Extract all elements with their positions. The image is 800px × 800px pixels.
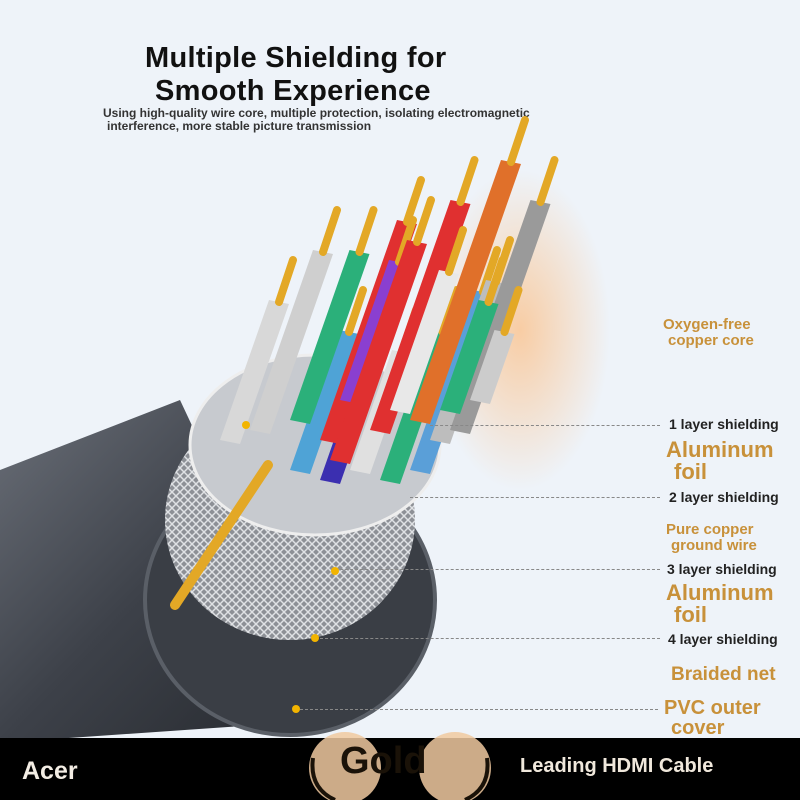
title-line-1: Multiple Shielding for	[145, 42, 447, 74]
label-layer-4: 4 layer shielding	[668, 631, 778, 647]
wire-insulation	[470, 330, 515, 404]
title-line-2: Smooth Experience	[155, 75, 431, 107]
label-pvc-cover: PVC outer cover	[664, 698, 761, 738]
leader-line-4	[320, 638, 660, 639]
wire-cores	[170, 116, 559, 610]
wire-insulation	[410, 160, 521, 424]
wire-insulation	[390, 270, 459, 414]
label-aluminum-foil-2: Aluminum foil	[666, 582, 774, 626]
page-title: Multiple Shielding for Smooth Experience	[145, 42, 446, 108]
copper-core-tip	[275, 256, 297, 306]
label-line: Aluminum	[666, 580, 774, 605]
label-line: Aluminum	[666, 437, 774, 462]
wire-insulation	[290, 250, 370, 424]
wire-insulation	[250, 250, 333, 434]
copper-core-tip	[403, 176, 425, 226]
copper-core-tip	[345, 286, 367, 336]
label-line: PVC outer	[664, 697, 761, 719]
copper-core-tip	[395, 216, 417, 266]
wire-insulation	[440, 300, 499, 414]
label-line: foil	[674, 602, 707, 627]
brand-name: Acer	[22, 757, 78, 785]
label-ground-wire: Pure copper ground wire	[666, 522, 757, 554]
copper-core-tip	[536, 156, 559, 206]
copper-core-tip	[355, 206, 378, 256]
label-line: ground wire	[671, 537, 757, 554]
copper-core-tip	[484, 256, 507, 306]
label-line: Pure copper	[666, 521, 754, 538]
wire-insulation	[450, 200, 551, 434]
copper-core-tip	[500, 286, 523, 336]
leader-line-1	[430, 425, 660, 426]
copper-core-tip	[445, 226, 467, 276]
copper-core-tip	[456, 156, 479, 206]
leader-line-2	[410, 497, 660, 498]
wire-insulation	[290, 330, 359, 474]
wire-insulation	[370, 200, 471, 434]
wire-insulation	[220, 300, 289, 444]
label-line: cover	[671, 717, 725, 739]
label-layer-2: 2 layer shielding	[669, 489, 779, 505]
footer-bar	[0, 738, 800, 800]
copper-core-tip	[319, 206, 341, 256]
label-copper-core: Oxygen-free copper core	[663, 317, 754, 349]
label-line: foil	[674, 459, 707, 484]
wire-insulation	[330, 240, 427, 464]
label-braided-net: Braided net	[671, 664, 776, 685]
subtitle-line-1: Using high-quality wire core, multiple p…	[103, 106, 530, 120]
badge-text: Gold	[340, 740, 427, 782]
laurel-badge-icon	[309, 732, 491, 800]
label-line: copper core	[668, 332, 754, 349]
leader-line-3	[340, 569, 660, 570]
subtitle-line-2: interference, more stable picture transm…	[107, 119, 372, 133]
copper-core-tip	[413, 196, 435, 246]
label-line: Oxygen-free	[663, 316, 751, 333]
subtitle: Using high-quality wire core, multiple p…	[103, 107, 530, 133]
tagline: Leading HDMI Cable	[520, 755, 714, 777]
copper-core-tip	[507, 116, 529, 166]
leader-line-5	[300, 709, 658, 710]
label-layer-3: 3 layer shielding	[667, 561, 777, 577]
ground-wire	[170, 460, 273, 610]
label-layer-1: 1 layer shielding	[669, 416, 779, 432]
label-aluminum-foil-1: Aluminum foil	[666, 439, 774, 483]
